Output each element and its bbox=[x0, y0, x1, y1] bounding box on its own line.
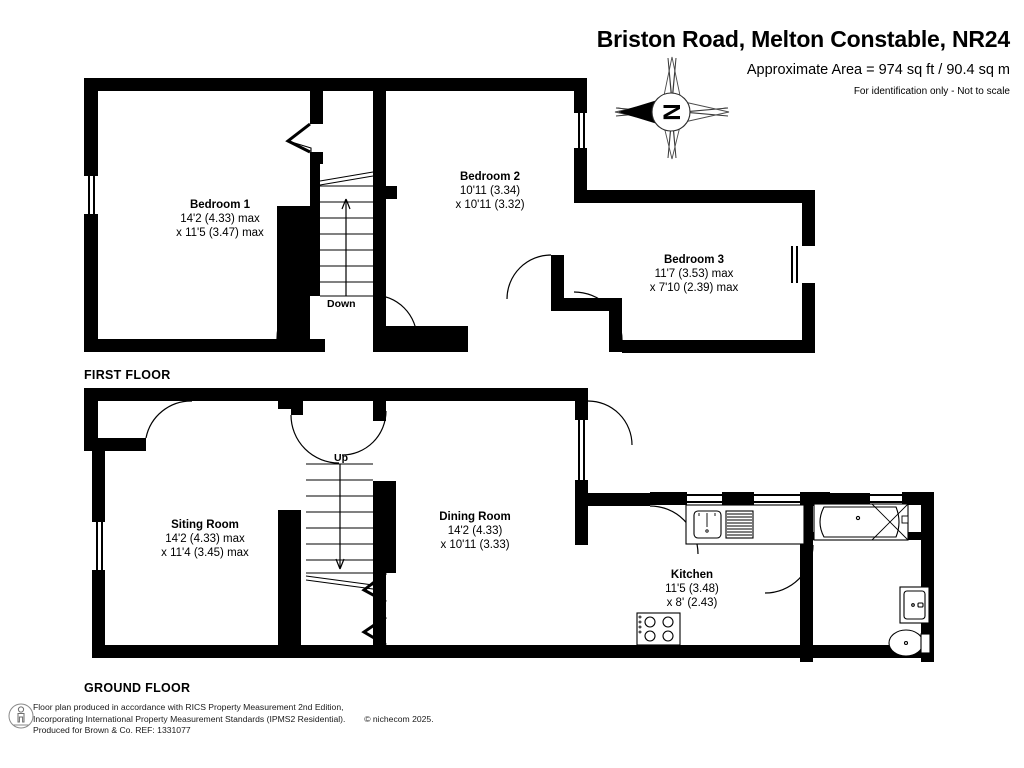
toilet bbox=[888, 629, 931, 657]
bathroom-fixtures bbox=[813, 503, 931, 657]
room-label-bedroom-2: Bedroom 2 10'11 (3.34) x 10'11 (3.32) bbox=[390, 170, 590, 212]
page-title: Briston Road, Melton Constable, NR24 bbox=[596, 26, 1010, 52]
room-label-bedroom-1: Bedroom 1 14'2 (4.33) max x 11'5 (3.47) … bbox=[120, 198, 320, 240]
footer-line-2: Incorporating International Property Mea… bbox=[33, 713, 346, 724]
stair-label-down: Down bbox=[327, 298, 356, 310]
stair-label-up: Up bbox=[334, 452, 348, 464]
first-floor-caption: FIRST FLOOR bbox=[84, 368, 171, 382]
room-dimension: x 10'11 (3.32) bbox=[455, 199, 525, 211]
ground-floor-angled-wall bbox=[361, 571, 387, 647]
room-label-kitchen: Kitchen 11'5 (3.48) x 8' (2.43) bbox=[592, 568, 792, 610]
ground-floor-plan bbox=[0, 380, 1024, 700]
room-dimension: 11'5 (3.48) bbox=[665, 583, 719, 595]
room-dimension: x 11'4 (3.45) max bbox=[161, 547, 249, 559]
footer-line-3: Produced for Brown & Co. REF: 1331077 bbox=[33, 725, 191, 735]
first-floor-angled-wall bbox=[285, 122, 311, 154]
compass-north-letter: N bbox=[658, 103, 685, 120]
footer-copyright: © nichecom 2025. bbox=[364, 713, 434, 724]
room-name: Kitchen bbox=[670, 569, 714, 581]
room-dimension: 14'2 (4.33) max bbox=[165, 533, 245, 545]
room-name: Siting Room bbox=[171, 519, 239, 531]
first-floor-plan bbox=[0, 0, 1024, 380]
room-name: Bedroom 2 bbox=[459, 171, 521, 183]
north-arrow-compass: N bbox=[612, 52, 732, 164]
room-name: Bedroom 1 bbox=[189, 199, 251, 211]
stair-run-ground-floor bbox=[305, 463, 374, 590]
room-label-bedroom-3: Bedroom 3 11'7 (3.53) max x 7'10 (2.39) … bbox=[594, 253, 794, 295]
stair-run-first-floor bbox=[319, 164, 374, 297]
approximate-area-text: Approximate Area = 974 sq ft / 90.4 sq m bbox=[746, 62, 1010, 78]
kitchen-sink-bowl bbox=[693, 510, 722, 539]
footer-line-1: Floor plan produced in accordance with R… bbox=[33, 702, 344, 712]
disclaimer-text: For identification only - Not to scale bbox=[853, 86, 1010, 97]
room-dimension: 11'7 (3.53) max bbox=[654, 268, 734, 280]
room-label-siting-room: Siting Room 14'2 (4.33) max x 11'4 (3.45… bbox=[105, 518, 305, 560]
nichecom-logo-icon bbox=[8, 700, 34, 732]
room-dimension: 10'11 (3.34) bbox=[459, 185, 521, 197]
kitchen-drainer bbox=[725, 510, 754, 539]
room-dimension: x 10'11 (3.33) bbox=[440, 539, 510, 551]
room-dimension: x 8' (2.43) bbox=[666, 597, 718, 609]
room-dimension: 14'2 (4.33) max bbox=[180, 213, 260, 225]
footer-text-block: Floor plan produced in accordance with R… bbox=[33, 702, 434, 737]
room-name: Bedroom 3 bbox=[663, 254, 725, 266]
room-dimension: 14'2 (4.33) bbox=[447, 525, 503, 537]
room-dimension: x 7'10 (2.39) max bbox=[649, 282, 739, 294]
kitchen-fixtures bbox=[636, 504, 805, 646]
room-name: Dining Room bbox=[439, 511, 511, 523]
first-floor-walls bbox=[84, 78, 815, 353]
ground-floor-door-swings bbox=[145, 400, 814, 594]
room-dimension: x 11'5 (3.47) max bbox=[176, 227, 264, 239]
room-label-dining-room: Dining Room 14'2 (4.33) x 10'11 (3.33) bbox=[375, 510, 575, 552]
kitchen-hob bbox=[636, 612, 681, 646]
ground-floor-caption: GROUND FLOOR bbox=[84, 681, 191, 695]
